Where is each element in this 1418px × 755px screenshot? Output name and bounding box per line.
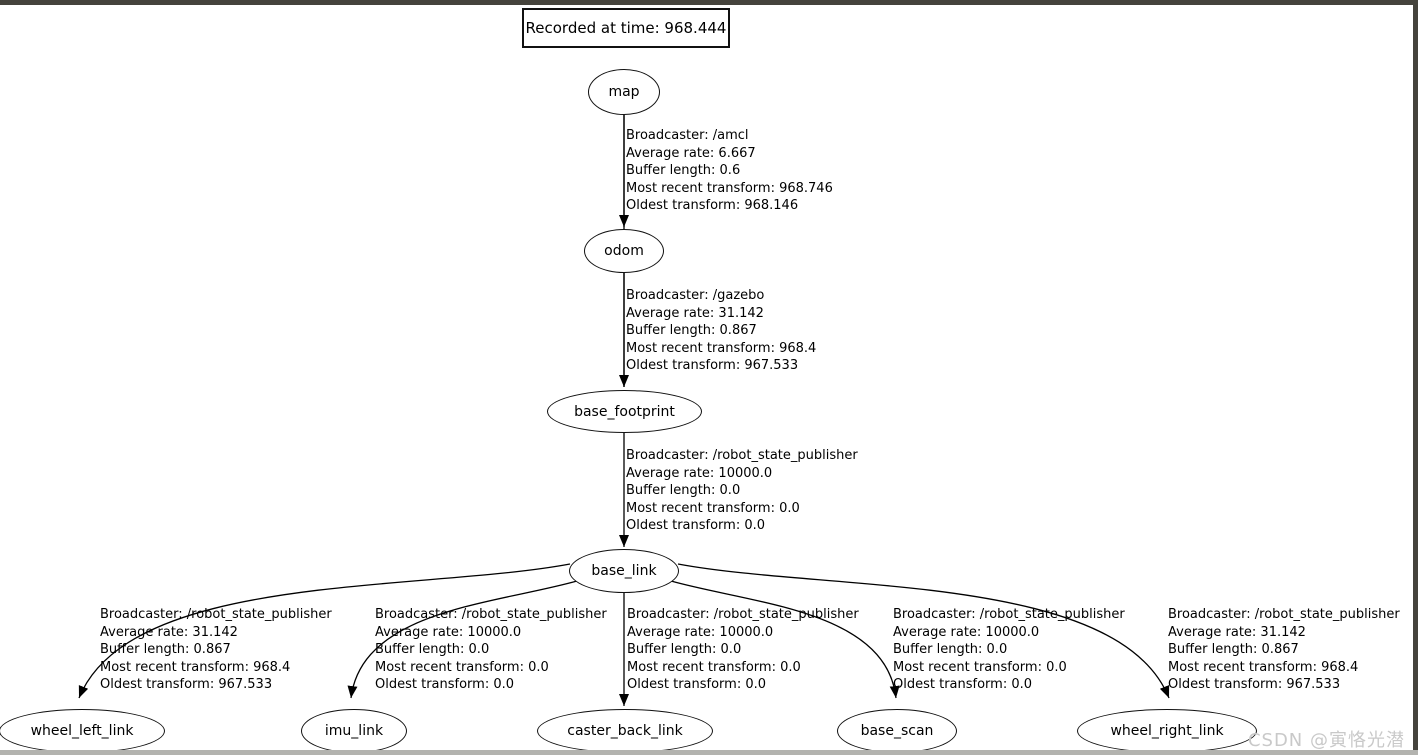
edge-label-line: Average rate: 6.667 [626, 145, 756, 161]
node-base-scan: base_scan [837, 709, 957, 753]
edge-label-map-odom: Broadcaster: /amcl Average rate: 6.667 B… [626, 127, 833, 215]
edge-label-line: Broadcaster: /robot_state_publisher [1168, 607, 1400, 622]
edge-label-base-link-imu-link: Broadcaster: /robot_state_publisher Aver… [375, 606, 607, 694]
edge-label-odom-base-footprint: Broadcaster: /gazebo Average rate: 31.14… [626, 287, 816, 375]
edge-label-line: Most recent transform: 968.746 [626, 180, 833, 196]
edge-base-link-wheel-right-link [677, 563, 1170, 699]
edge-label-base-link-wheel-right-link: Broadcaster: /robot_state_publisher Aver… [1168, 606, 1400, 694]
window-bottom-border [0, 750, 1418, 755]
edge-label-line: Oldest transform: 0.0 [626, 518, 766, 534]
edge-label-line: Broadcaster: /amcl [626, 128, 749, 143]
recorded-time-label: Recorded at time: 968.444 [525, 19, 727, 37]
edge-label-line: Most recent transform: 0.0 [893, 659, 1067, 675]
node-wheel-left-link: wheel_left_link [0, 709, 165, 753]
edge-label-line: Most recent transform: 0.0 [626, 500, 800, 516]
edge-label-line: Most recent transform: 968.4 [626, 340, 817, 356]
edge-label-line: Buffer length: 0.867 [626, 323, 757, 339]
edge-label-line: Oldest transform: 967.533 [626, 358, 799, 374]
edge-label-line: Average rate: 10000.0 [375, 624, 522, 640]
csdn-watermark: CSDN @寅恪光潜 [1247, 730, 1405, 751]
edge-label-line: Most recent transform: 968.4 [100, 659, 291, 675]
edge-label-line: Most recent transform: 0.0 [627, 659, 801, 675]
edge-label-base-footprint-base-link: Broadcaster: /robot_state_publisher Aver… [626, 447, 858, 535]
edge-label-line: Average rate: 10000.0 [627, 624, 774, 640]
node-caster-back-link: caster_back_link [537, 709, 713, 753]
edge-label-line: Buffer length: 0.0 [375, 642, 490, 658]
window-top-border [0, 0, 1418, 5]
node-map: map [588, 69, 660, 115]
node-wheel-right-link: wheel_right_link [1077, 709, 1257, 753]
edge-label-line: Broadcaster: /robot_state_publisher [100, 607, 332, 622]
edge-label-line: Broadcaster: /robot_state_publisher [893, 607, 1125, 622]
node-base-footprint: base_footprint [547, 390, 702, 433]
node-base-link: base_link [569, 549, 679, 593]
edge-label-line: Oldest transform: 0.0 [627, 677, 767, 693]
edge-label-line: Buffer length: 0.6 [626, 163, 741, 179]
edge-label-line: Buffer length: 0.0 [627, 642, 742, 658]
node-imu-link: imu_link [301, 709, 407, 753]
edge-label-base-link-wheel-left-link: Broadcaster: /robot_state_publisher Aver… [100, 606, 332, 694]
edge-label-line: Average rate: 31.142 [100, 624, 238, 640]
node-odom: odom [584, 229, 664, 273]
edge-label-line: Average rate: 31.142 [1168, 624, 1306, 640]
edge-label-line: Broadcaster: /robot_state_publisher [626, 448, 858, 463]
edge-label-line: Buffer length: 0.0 [626, 483, 741, 499]
window-right-border [1413, 0, 1418, 751]
edge-label-line: Average rate: 10000.0 [626, 465, 773, 481]
recorded-time-box: Recorded at time: 968.444 [522, 8, 730, 48]
edge-base-link-base-scan [670, 580, 900, 699]
edge-label-line: Most recent transform: 0.0 [375, 659, 549, 675]
edge-label-base-link-caster-back-link: Broadcaster: /robot_state_publisher Aver… [627, 606, 859, 694]
edge-label-line: Buffer length: 0.0 [893, 642, 1008, 658]
edge-label-line: Broadcaster: /gazebo [626, 288, 765, 303]
edge-label-line: Oldest transform: 968.146 [626, 198, 799, 214]
edge-label-line: Broadcaster: /robot_state_publisher [375, 607, 607, 622]
edge-label-line: Most recent transform: 968.4 [1168, 659, 1359, 675]
edge-label-base-link-base-scan: Broadcaster: /robot_state_publisher Aver… [893, 606, 1125, 694]
edge-label-line: Oldest transform: 0.0 [893, 677, 1033, 693]
edge-base-link-imu-link [347, 580, 578, 699]
edge-label-line: Average rate: 31.142 [626, 305, 764, 321]
edge-label-line: Oldest transform: 967.533 [100, 677, 273, 693]
edge-label-line: Buffer length: 0.867 [100, 642, 231, 658]
edge-label-line: Oldest transform: 0.0 [375, 677, 515, 693]
edge-label-line: Broadcaster: /robot_state_publisher [627, 607, 859, 622]
edge-label-line: Oldest transform: 967.533 [1168, 677, 1341, 693]
edge-label-line: Average rate: 10000.0 [893, 624, 1040, 640]
edge-label-line: Buffer length: 0.867 [1168, 642, 1299, 658]
edge-base-link-wheel-left-link [78, 563, 571, 699]
